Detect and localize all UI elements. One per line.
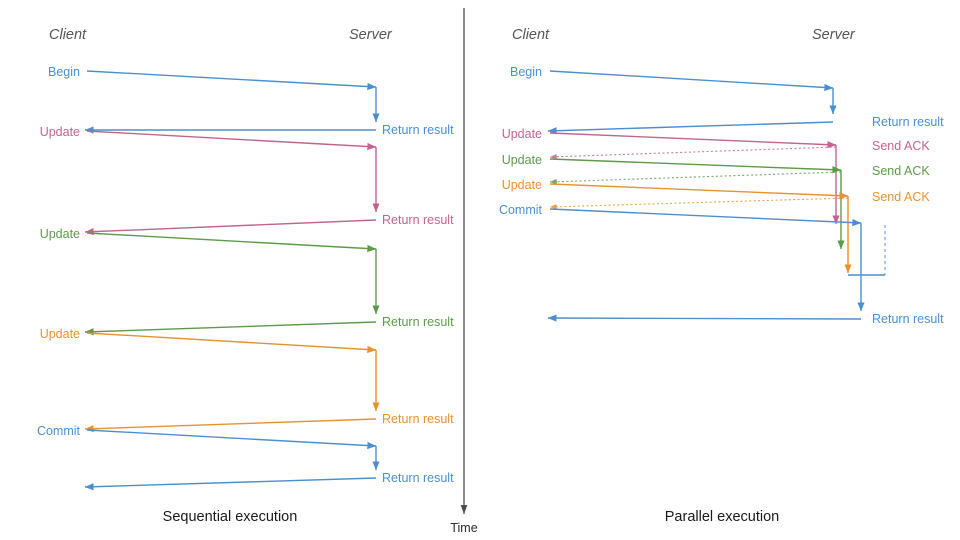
left-client-lane-title: Client xyxy=(49,27,87,43)
right-request-arrow-1 xyxy=(549,132,837,149)
left-request-arrow-1 xyxy=(86,130,377,151)
right-response-arrow-0 xyxy=(547,121,834,135)
right-panel-arrows xyxy=(547,70,886,322)
left-client-msg-label-0: Begin xyxy=(48,65,80,79)
right-server-lane-title: Server xyxy=(812,27,856,43)
right-server-msg-label-1: Send ACK xyxy=(872,139,930,153)
left-request-arrow-2 xyxy=(86,232,377,253)
right-request-arrow-4 xyxy=(549,208,862,227)
left-client-msg-label-4: Commit xyxy=(37,424,81,438)
left-client-msg-label-1: Update xyxy=(40,125,80,139)
right-server-msg-label-2: Send ACK xyxy=(872,164,930,178)
right-ack-arrow-3 xyxy=(549,197,849,210)
right-request-arrow-3 xyxy=(549,183,849,200)
time-axis-label-text: Time xyxy=(450,521,477,535)
left-request-arrow-4 xyxy=(86,429,377,450)
left-panel-arrows xyxy=(84,70,380,491)
left-response-arrow-4 xyxy=(84,477,377,491)
left-response-arrow-1 xyxy=(84,219,377,236)
right-ack-arrow-2 xyxy=(549,171,842,185)
right-client-msg-label-1: Update xyxy=(502,127,542,141)
right-server-msg-label-0: Return result xyxy=(872,115,944,129)
right-client-msg-label-2: Update xyxy=(502,153,542,167)
left-request-arrow-0 xyxy=(86,70,377,91)
right-request-arrow-2 xyxy=(549,158,842,174)
right-panel-caption: Parallel execution xyxy=(665,509,779,525)
right-client-lane-title: Client xyxy=(512,27,550,43)
left-client-msg-label-2: Update xyxy=(40,227,80,241)
right-server-msg-label-4: Return result xyxy=(872,312,944,326)
left-server-msg-label-3: Return result xyxy=(382,412,454,426)
left-server-msg-label-1: Return result xyxy=(382,213,454,227)
right-response-arrow-4 xyxy=(547,314,862,322)
right-request-arrow-0 xyxy=(549,70,834,92)
left-client-msg-label-3: Update xyxy=(40,327,80,341)
left-server-msg-label-4: Return result xyxy=(382,471,454,485)
left-response-arrow-3 xyxy=(84,418,377,433)
left-request-arrow-3 xyxy=(86,332,377,354)
right-client-msg-label-0: Begin xyxy=(510,65,542,79)
right-client-msg-label-4: Commit xyxy=(499,203,543,217)
left-server-msg-label-0: Return result xyxy=(382,123,454,137)
left-server-msg-label-2: Return result xyxy=(382,315,454,329)
left-panel-caption: Sequential execution xyxy=(163,509,298,525)
right-server-msg-label-3: Send ACK xyxy=(872,190,930,204)
left-server-lane-title: Server xyxy=(349,27,393,43)
right-client-msg-label-3: Update xyxy=(502,178,542,192)
left-response-arrow-2 xyxy=(84,321,377,336)
right-ack-arrow-1 xyxy=(549,146,837,160)
